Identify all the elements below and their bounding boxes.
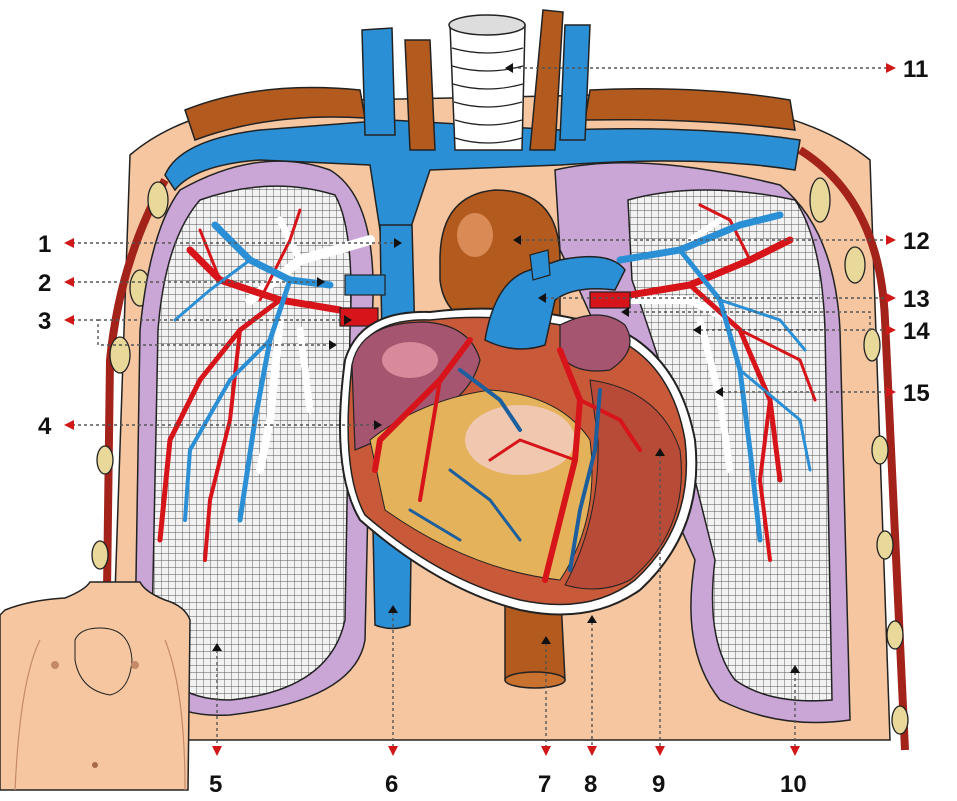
label-8: 8 <box>584 771 597 798</box>
label-2: 2 <box>38 270 51 297</box>
label-5: 5 <box>209 771 222 798</box>
pulmonary-trunk-top <box>530 250 550 280</box>
left-atrium <box>560 315 630 371</box>
label-13: 13 <box>903 286 930 313</box>
label-1: 1 <box>38 231 51 258</box>
trachea <box>449 15 525 150</box>
label-12: 12 <box>903 228 930 255</box>
label-14: 14 <box>903 318 930 345</box>
label-3: 3 <box>38 308 51 335</box>
torso-inset <box>0 582 190 790</box>
pulmonary-artery-right-stub <box>590 292 630 308</box>
label-9: 9 <box>652 771 665 798</box>
pulmonary-vein-left-upper <box>345 275 385 295</box>
right-atrium-highlight <box>382 342 438 378</box>
label-11: 11 <box>903 56 928 83</box>
label-4: 4 <box>38 413 52 440</box>
aortic-arch-highlight <box>457 213 493 257</box>
label-10: 10 <box>780 771 807 798</box>
jugular-vein-right <box>560 25 590 140</box>
label-7: 7 <box>538 771 551 798</box>
carotid-artery-left <box>405 40 435 150</box>
label-15: 15 <box>903 380 930 407</box>
jugular-vein-left <box>362 28 395 135</box>
descending-aorta-opening <box>505 672 565 688</box>
label-6: 6 <box>385 771 398 798</box>
